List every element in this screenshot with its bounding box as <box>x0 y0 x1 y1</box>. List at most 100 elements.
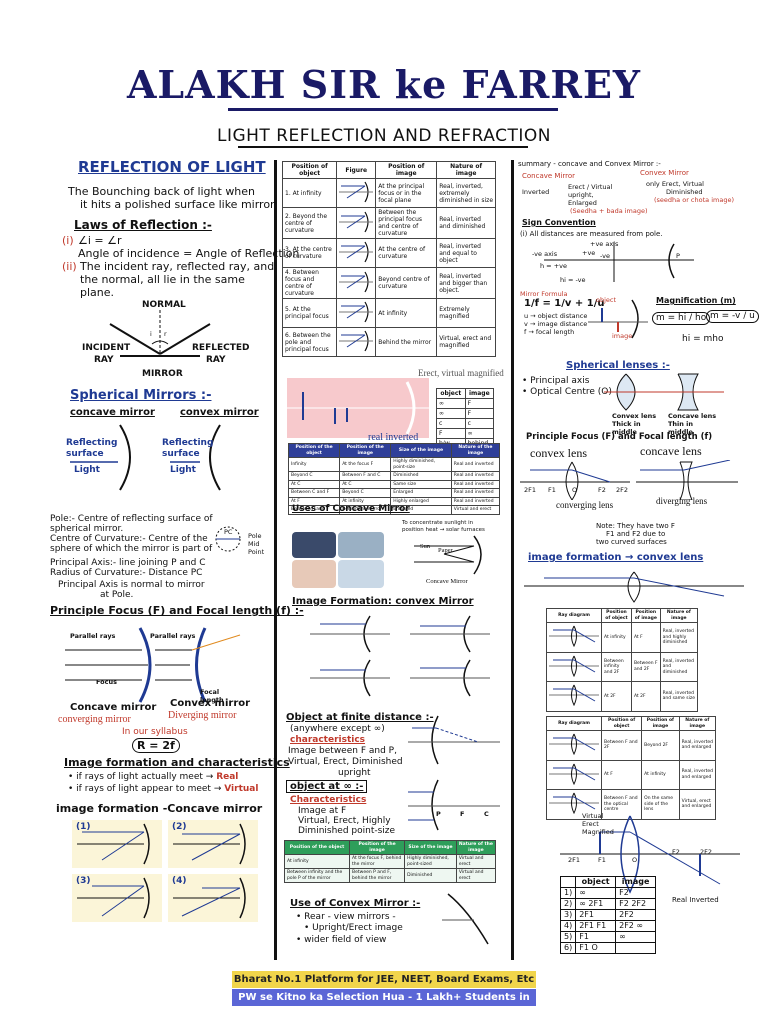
convex-lens-title: convex lens <box>530 446 587 460</box>
rule1-text: • if rays of light actually meet → Real <box>68 772 239 782</box>
small-table-cell: Same size <box>390 479 452 489</box>
lens-point-2-text: Optical Centre (O) <box>530 387 612 397</box>
table-cell: Real, inverted, extremely diminished in … <box>436 178 496 208</box>
final-table-row: 6)F1 O <box>559 942 656 954</box>
small-table-cell: Highly diminished, point-size <box>390 457 452 472</box>
light-label-convex: Light <box>170 465 196 475</box>
reflection-heading: REFLECTION OF LIGHT <box>78 158 266 176</box>
table-cell: Real, inverted and equal to object <box>436 238 496 268</box>
law1-text: Angle of incidence = Angle of Reflection <box>78 247 300 260</box>
uses-convex-3-text: wider field of view <box>304 935 387 945</box>
reflection-def-1: The Bounching back of light when <box>68 185 256 198</box>
footer-promo-line-1: Bharat No.1 Platform for JEE, NEET, Boar… <box>232 971 536 988</box>
axis-def: Principal Axis:- line joining P and C <box>50 558 206 568</box>
rear-view-diagram <box>442 893 489 945</box>
small-table-cell: Real and inverted <box>450 471 501 481</box>
coc-def-1: Centre of Curvature:- Centre of the <box>50 534 208 544</box>
convex-focus-mirror <box>195 627 207 703</box>
characteristics-label-2: Characteristics <box>290 795 367 805</box>
concave-lens-caption: Concave lens Thin in middle <box>668 412 717 436</box>
magnification-diagram <box>588 299 648 339</box>
concave-image-table: Position of object Figure Position of im… <box>281 161 496 357</box>
virtual-erect-label: Virtual Erect Magnified <box>582 812 614 836</box>
ray-table-cell: Between F and the optical centre <box>600 789 643 820</box>
sign-neg: -ve <box>600 252 611 260</box>
small-table-cell: At C <box>339 479 392 489</box>
final-table-cell: 2F1 F1 <box>575 920 617 932</box>
law1-number: (i) <box>62 234 74 247</box>
r-equals-2f: R = 2f <box>132 738 180 753</box>
ray-table-cell: Real, inverted and highly diminished <box>659 622 699 653</box>
roc-def: Radius of Curvature:- Distance PC <box>50 568 203 578</box>
laws-heading: Laws of Reflection :- <box>74 218 212 232</box>
green-header: Size of the image <box>404 840 457 855</box>
ray-table-cell: Virtual, erect and enlarged <box>678 789 717 820</box>
convex-lens-table-1: Ray diagram Position of object Position … <box>546 608 699 712</box>
small-table-cell: Real and inverted <box>450 479 501 489</box>
summary-inverted: Inverted <box>522 188 550 196</box>
final-table-cell: 3) <box>559 909 577 921</box>
lens-mark-o: O <box>572 486 578 494</box>
mag-formula-3: hi = mho <box>682 334 724 344</box>
concave-text-1: Erect / Virtual <box>568 183 613 191</box>
small-table-cell: At the focus F <box>339 457 392 472</box>
obj-img-cell: c <box>464 418 495 429</box>
ray-figure-cell <box>336 178 377 208</box>
final-table-cell: F1 O <box>575 942 617 954</box>
pole-mid-label: Pole Mid Point <box>248 532 265 556</box>
pole-def-2: spherical mirror. <box>50 524 124 534</box>
ray-header: Position of image <box>630 608 661 623</box>
small-table-cell: Virtual and erect <box>450 505 501 515</box>
lens-mark-f1: F1 <box>548 486 556 494</box>
small-table-cell: Beyond C <box>339 488 392 498</box>
table-cell: Virtual, erect and magnified <box>436 327 496 357</box>
concave-focus-mirror <box>138 627 152 703</box>
table-cell: 5. At the principal focus <box>281 298 338 328</box>
infinity-text-2: Virtual, Erect, Highly <box>298 816 391 826</box>
ray-figure-cell <box>336 238 377 268</box>
table-cell: 3. At the centre of curvature <box>281 238 338 268</box>
ray-table-cell: On the same side of the lens <box>641 789 680 820</box>
table-cell: 1. At infinity <box>281 178 338 208</box>
mag-formula-1: m = hi / ho <box>652 312 711 325</box>
uses-convex-2: • Upright/Erect image <box>304 923 403 933</box>
table-cell: Between the principal focus and centre o… <box>375 207 438 239</box>
image-label: image <box>612 332 633 340</box>
ray-table-cell: At F <box>630 622 661 653</box>
lens-focus-heading: Principle Focus (F) and Focal length (f) <box>526 432 713 442</box>
law2-text-2: the normal, all lie in the same <box>80 273 245 286</box>
infinity-text-3: Diminished point-size <box>298 826 396 836</box>
ray-header: Position of object <box>601 608 632 623</box>
concave-caption: Concave mirror <box>70 702 157 713</box>
final-table-cell: ∞ 2F1 <box>575 898 617 910</box>
law2-text-1: The incident ray, reflected ray, and <box>80 260 275 273</box>
small-table-cell: Between P and F <box>287 505 341 515</box>
small-table-cell: Real and inverted <box>450 496 501 506</box>
rule2-virtual: Virtual <box>224 784 259 794</box>
obj-img-cell: c <box>436 418 466 429</box>
ray-table-cell: At 2F <box>630 681 661 712</box>
final-header: object <box>575 876 617 888</box>
bottom-mark-f2: F2 <box>672 848 680 856</box>
convex-mirror-shape <box>209 424 221 491</box>
final-table-cell: ∞ <box>615 931 656 943</box>
obj-img-cell: F <box>464 408 495 419</box>
final-table-cell: 2F2 <box>615 909 656 921</box>
paper-label: Paper <box>438 547 453 554</box>
convex-text-2: Diminished <box>666 188 703 196</box>
convex-image-formation-heading: Image Formation: convex Mirror <box>292 596 474 607</box>
convex-lens-image-heading: image formation → convex lens <box>528 552 704 563</box>
uses-convex-heading: Use of Convex Mirror :- <box>290 898 421 909</box>
uses-convex-1-text: Rear - view mirrors - <box>304 912 396 922</box>
obj-img-cell: F <box>464 398 495 409</box>
